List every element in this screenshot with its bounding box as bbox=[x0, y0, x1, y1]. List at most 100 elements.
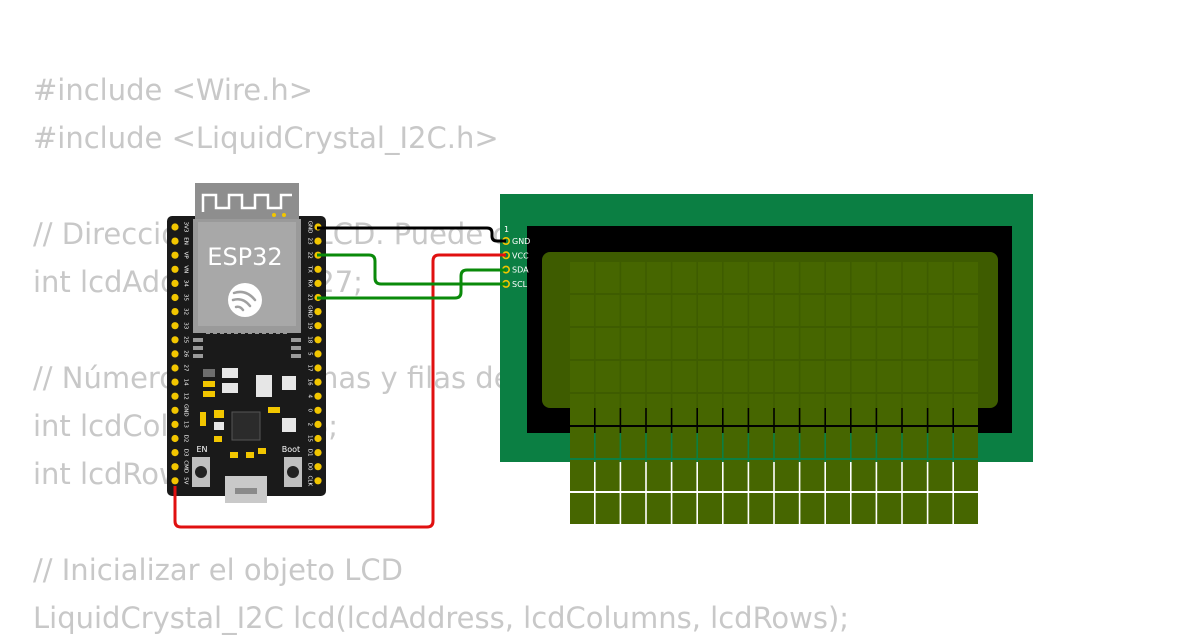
lcd-cell bbox=[595, 493, 620, 524]
lcd-cell bbox=[877, 427, 902, 458]
board-pin-label: 22 bbox=[307, 252, 313, 259]
lcd-cell bbox=[851, 262, 876, 293]
lcd-cell bbox=[646, 295, 671, 326]
board-pin-label: 19 bbox=[307, 322, 313, 329]
board-pin bbox=[314, 265, 322, 273]
lcd-cell bbox=[646, 328, 671, 359]
lcd-cell bbox=[954, 493, 978, 524]
board-pin-label: 23 bbox=[307, 238, 313, 245]
lcd-cell bbox=[800, 460, 825, 491]
esp32-board[interactable]: ESP32 bbox=[167, 183, 326, 503]
lcd-cell bbox=[646, 361, 671, 392]
lcd-cell bbox=[723, 427, 748, 458]
lcd-cell bbox=[851, 328, 876, 359]
board-pin bbox=[171, 322, 179, 330]
lcd-cell bbox=[698, 361, 722, 392]
lcd-cell bbox=[749, 427, 774, 458]
lcd-cell bbox=[902, 328, 927, 359]
board-pin-label: RX bbox=[307, 280, 313, 288]
lcd-cell bbox=[595, 361, 620, 392]
lcd-cell bbox=[954, 328, 978, 359]
left-pin-header: 3V3ENVPVN343532332526271412GND13D2D3CMD5… bbox=[171, 222, 189, 485]
board-pin bbox=[171, 420, 179, 428]
wires bbox=[173, 226, 506, 529]
lcd-cell bbox=[570, 427, 594, 458]
lcd-cell bbox=[698, 427, 722, 458]
board-pin bbox=[314, 406, 322, 414]
lcd-cell bbox=[826, 394, 850, 425]
lcd-cell bbox=[723, 394, 748, 425]
board-pin bbox=[314, 392, 322, 400]
lcd-cell bbox=[774, 262, 799, 293]
lcd-cell bbox=[877, 328, 902, 359]
lcd-pin1-label: 1 bbox=[504, 225, 509, 234]
board-pin-label: D1 bbox=[307, 449, 313, 457]
lcd-cell bbox=[877, 493, 902, 524]
boot-button[interactable]: Boot bbox=[282, 445, 302, 487]
board-pin-label: 13 bbox=[183, 421, 189, 428]
board-pin-label: 32 bbox=[183, 308, 189, 315]
lcd-cell bbox=[595, 295, 620, 326]
board-pin-label: CMD bbox=[183, 460, 189, 473]
lcd-cell bbox=[570, 262, 594, 293]
board-pin bbox=[314, 364, 322, 372]
board-pin-label: 21 bbox=[307, 294, 313, 301]
lcd-cell bbox=[851, 493, 876, 524]
lcd-pin-label: SDA bbox=[512, 266, 529, 275]
lcd-cell bbox=[826, 295, 850, 326]
board-pin bbox=[171, 378, 179, 386]
lcd-cell bbox=[902, 295, 927, 326]
lcd-cell bbox=[698, 493, 722, 524]
board-pin bbox=[171, 279, 179, 287]
code-line: #include <Wire.h> bbox=[33, 73, 314, 107]
board-pin bbox=[171, 336, 179, 344]
lcd-cell bbox=[621, 493, 646, 524]
lcd-cell bbox=[954, 394, 978, 425]
lcd-cell bbox=[826, 493, 850, 524]
board-pin-label: 25 bbox=[183, 336, 189, 343]
lcd-cell bbox=[723, 361, 748, 392]
en-button[interactable]: EN bbox=[192, 445, 210, 487]
board-pin-label: 18 bbox=[307, 336, 313, 343]
wire-gnd[interactable] bbox=[317, 226, 506, 243]
board-pin bbox=[171, 293, 179, 302]
board-pin bbox=[314, 449, 322, 457]
lcd-cell bbox=[595, 328, 620, 359]
lcd-cell bbox=[826, 262, 850, 293]
board-pin bbox=[171, 477, 179, 485]
lcd-cell bbox=[698, 295, 722, 326]
board-pin-label: 5 bbox=[307, 352, 313, 356]
lcd-cell bbox=[723, 493, 748, 524]
lcd-cell bbox=[774, 427, 799, 458]
board-pin-label: 27 bbox=[183, 365, 189, 372]
lcd-cell bbox=[928, 295, 953, 326]
board-pin-label: D2 bbox=[183, 435, 189, 443]
lcd-cell bbox=[800, 427, 825, 458]
lcd-cell bbox=[826, 427, 850, 458]
board-pin bbox=[314, 378, 322, 386]
wire-vcc[interactable] bbox=[173, 253, 506, 529]
lcd-cell bbox=[851, 427, 876, 458]
wire-scl[interactable] bbox=[317, 253, 506, 286]
board-pin bbox=[314, 420, 322, 428]
lcd-pin-label: SCL bbox=[512, 280, 528, 289]
lcd-cell bbox=[672, 295, 697, 326]
lcd-cell bbox=[954, 427, 978, 458]
espressif-logo-icon bbox=[228, 283, 262, 317]
lcd-cell bbox=[595, 460, 620, 491]
board-pin bbox=[314, 237, 322, 245]
lcd-cell bbox=[851, 295, 876, 326]
boot-button-label: Boot bbox=[282, 445, 300, 454]
lcd-cell bbox=[570, 493, 594, 524]
lcd-cell bbox=[826, 328, 850, 359]
lcd-cell bbox=[570, 361, 594, 392]
board-pin bbox=[314, 336, 322, 344]
board-pin-label: D3 bbox=[183, 449, 189, 457]
lcd-cell bbox=[646, 493, 671, 524]
board-pin-label: D0 bbox=[307, 463, 313, 471]
board-pin bbox=[171, 463, 179, 471]
lcd-cell bbox=[698, 262, 722, 293]
